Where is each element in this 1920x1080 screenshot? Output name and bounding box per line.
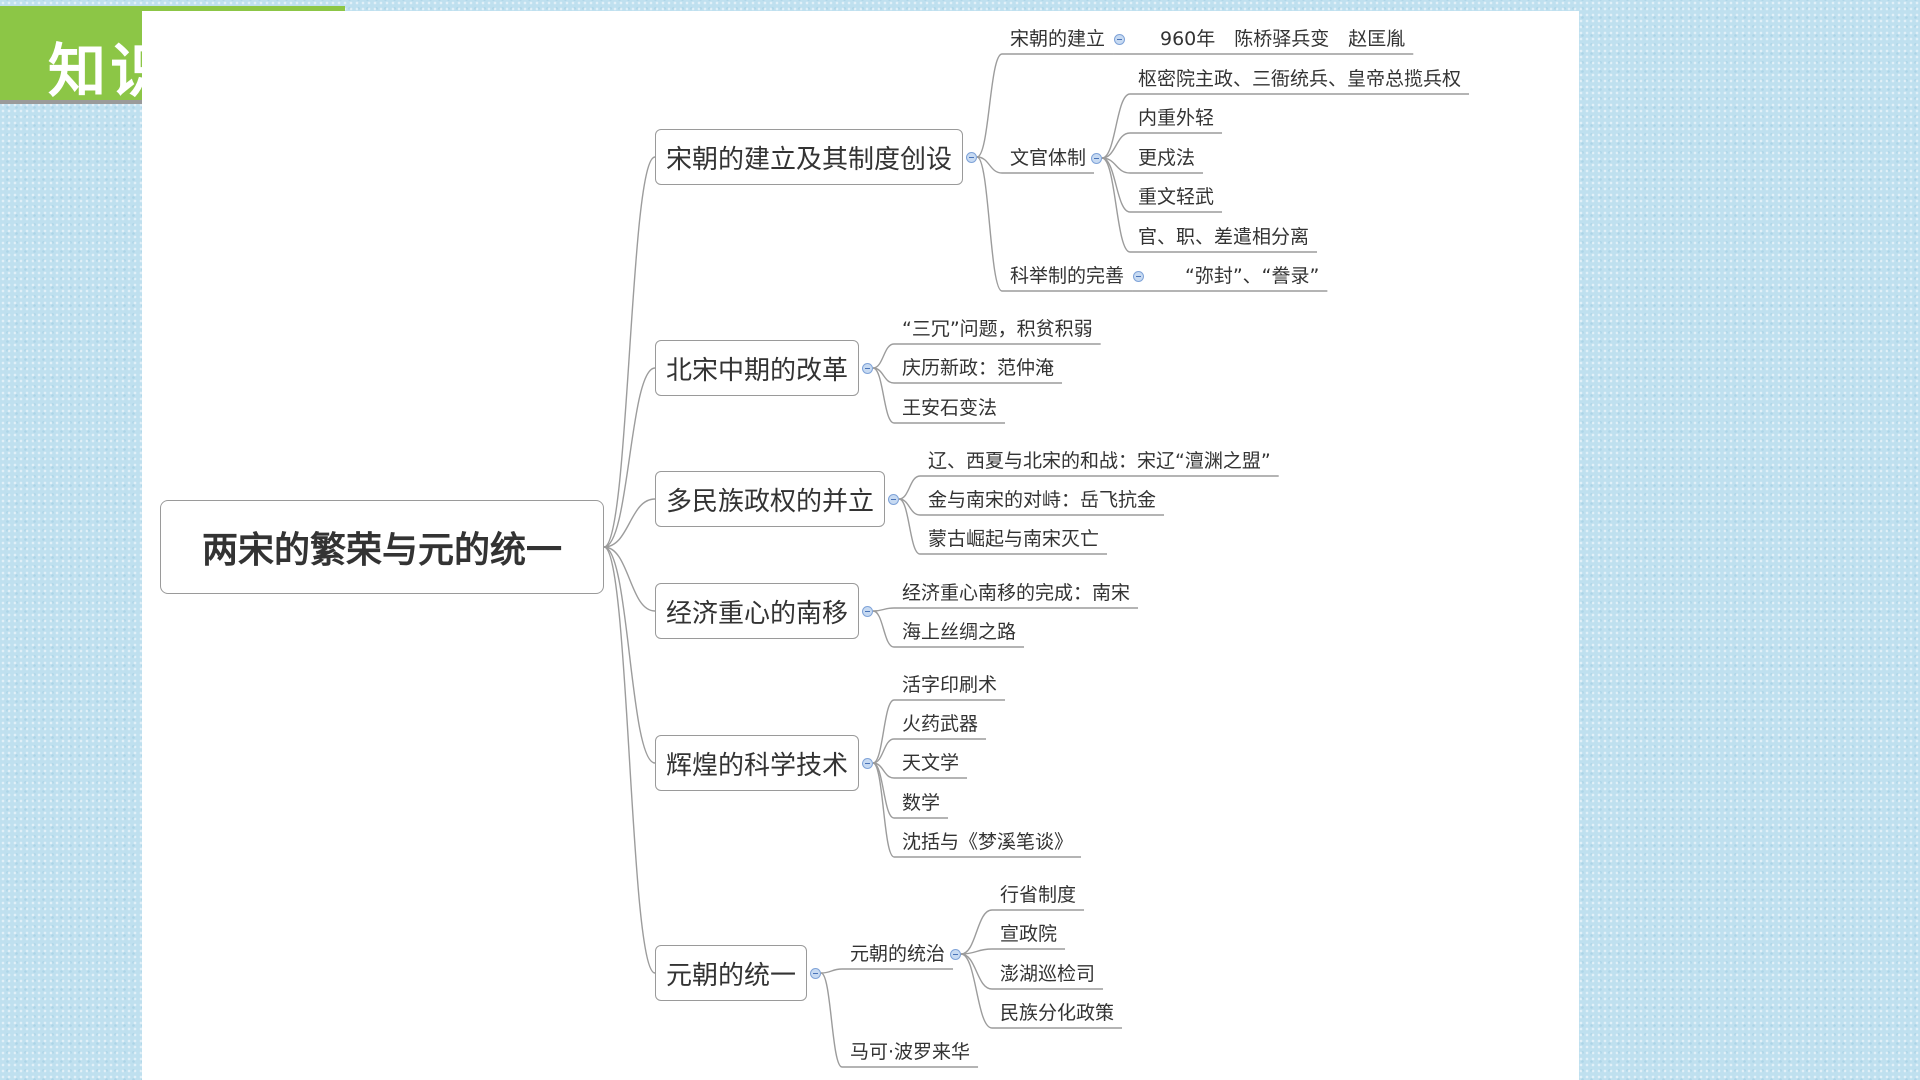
node-song-founding-detail[interactable]: 960年 陈桥驿兵变 赵匡胤 [1160,28,1406,50]
branch-economic-shift[interactable]: 经济重心的南移 [655,583,860,639]
economy-item[interactable]: 海上丝绸之路 [902,621,1017,643]
node-yuan-rule[interactable]: 元朝的统治 [850,943,946,965]
reform-item[interactable]: 王安石变法 [902,397,998,419]
science-item[interactable]: 数学 [902,792,941,814]
civil-system-item[interactable]: 更戍法 [1138,147,1196,169]
branch-science-technology[interactable]: 辉煌的科学技术 [655,735,860,791]
civil-system-item[interactable]: 内重外轻 [1138,107,1215,129]
branch-song-founding[interactable]: 宋朝的建立及其制度创设 [655,129,964,185]
root-node[interactable]: 两宋的繁荣与元的统一 [160,500,604,594]
collapse-toggle-icon[interactable] [862,606,874,617]
branch-yuan-unification[interactable]: 元朝的统一 [655,945,808,1001]
node-marco-polo[interactable]: 马可·波罗来华 [850,1041,971,1063]
regimes-item[interactable]: 蒙古崛起与南宋灭亡 [928,528,1100,550]
science-item[interactable]: 天文学 [902,752,960,774]
yuan-rule-item[interactable]: 宣政院 [1000,923,1058,945]
civil-system-item[interactable]: 枢密院主政、三衙统兵、皇帝总揽兵权 [1138,68,1462,90]
branch-multi-ethnic-regimes[interactable]: 多民族政权的并立 [655,471,886,527]
collapse-toggle-icon[interactable] [1114,34,1126,45]
yuan-rule-item[interactable]: 行省制度 [1000,884,1077,906]
collapse-toggle-icon[interactable] [1091,153,1103,164]
collapse-toggle-icon[interactable] [862,758,874,769]
civil-system-item[interactable]: 重文轻武 [1138,186,1215,208]
economy-item[interactable]: 经济重心南移的完成：南宋 [902,582,1131,604]
reform-item[interactable]: “三冗”问题，积贫积弱 [902,318,1093,340]
branch-northern-song-reform[interactable]: 北宋中期的改革 [655,340,860,396]
mindmap-panel [142,11,1579,1080]
collapse-toggle-icon[interactable] [966,152,978,163]
node-civil-system[interactable]: 文官体制 [1010,147,1087,169]
yuan-rule-item[interactable]: 民族分化政策 [1000,1002,1115,1024]
collapse-toggle-icon[interactable] [888,494,900,505]
science-item[interactable]: 火药武器 [902,713,979,735]
collapse-toggle-icon[interactable] [950,949,962,960]
node-imperial-exam-detail[interactable]: “弥封”、“誊录” [1185,265,1320,287]
regimes-item[interactable]: 辽、西夏与北宋的和战：宋辽“澶渊之盟” [928,450,1271,472]
reform-item[interactable]: 庆历新政：范仲淹 [902,357,1055,379]
science-item[interactable]: 活字印刷术 [902,674,998,696]
civil-system-item[interactable]: 官、职、差遣相分离 [1138,226,1310,248]
collapse-toggle-icon[interactable] [1133,271,1145,282]
collapse-toggle-icon[interactable] [810,968,822,979]
node-imperial-exam[interactable]: 科举制的完善 [1010,265,1125,287]
yuan-rule-item[interactable]: 澎湖巡检司 [1000,963,1096,985]
science-item[interactable]: 沈括与《梦溪笔谈》 [902,831,1074,853]
collapse-toggle-icon[interactable] [862,363,874,374]
node-song-founding[interactable]: 宋朝的建立 [1010,28,1106,50]
regimes-item[interactable]: 金与南宋的对峙：岳飞抗金 [928,489,1157,511]
